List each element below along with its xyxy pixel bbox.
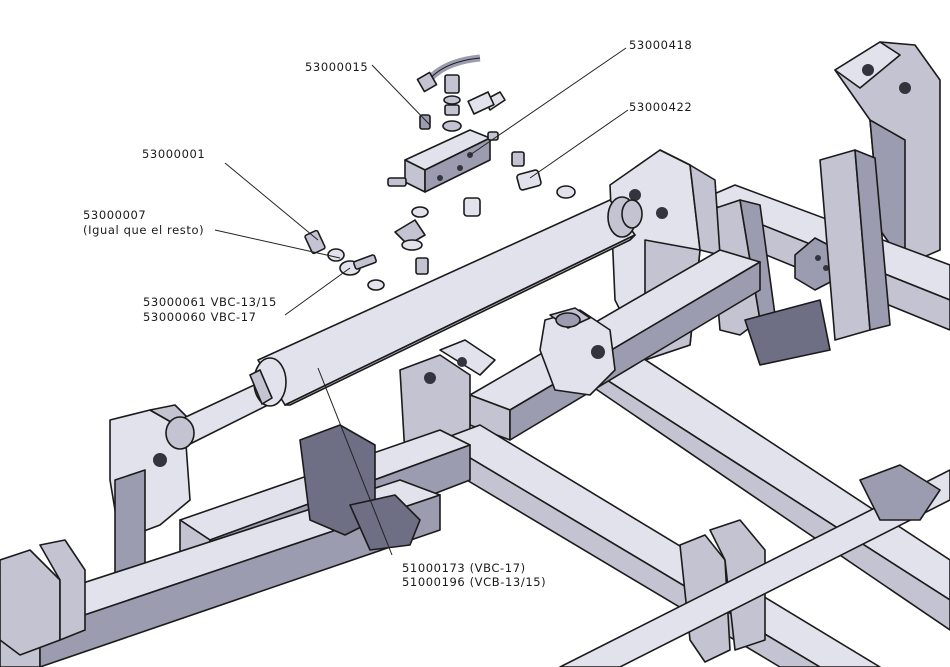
callout-51000196: 51000196 (VCB-13/15) xyxy=(402,575,546,589)
callout-53000060: 53000060 VBC-17 xyxy=(143,310,257,324)
leader-53000061 xyxy=(285,268,350,315)
leader-53000422 xyxy=(530,110,628,178)
callout-51000173: 51000173 (VBC-17) xyxy=(402,561,526,575)
callout-53000418: 53000418 xyxy=(629,38,692,52)
callout-53000061: 53000061 VBC-13/15 xyxy=(143,295,277,309)
callout-53000422: 53000422 xyxy=(629,100,692,114)
callout-53000015: 53000015 xyxy=(305,60,368,74)
callout-53000001: 53000001 xyxy=(142,147,205,161)
callout-53000007: 53000007 xyxy=(83,208,146,222)
callout-53000007-note: (Igual que el resto) xyxy=(83,223,204,237)
leader-53000015 xyxy=(372,65,430,125)
leader-53000001 xyxy=(225,163,318,240)
